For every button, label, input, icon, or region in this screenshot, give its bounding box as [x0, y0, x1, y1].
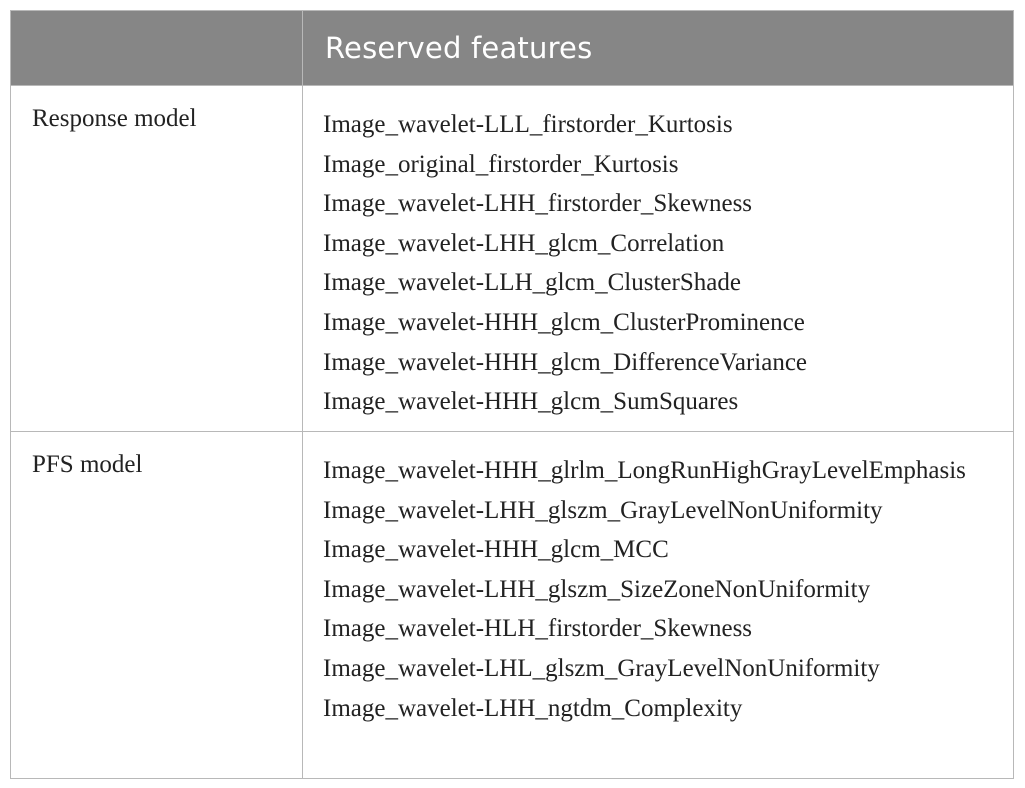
- feature-item: Image_wavelet-LHH_ngtdm_Complexity: [323, 694, 743, 722]
- feature-item: Image_wavelet-HHH_glcm_ClusterProminence: [323, 308, 805, 336]
- feature-item: Image_wavelet-LHH_glszm_SizeZoneNonUnifo…: [323, 575, 871, 603]
- feature-item: Image_wavelet-HHH_glcm_SumSquares: [323, 388, 739, 416]
- feature-item: Image_wavelet-LLL_firstorder_Kurtosis: [323, 111, 733, 138]
- feature-item: Image_wavelet-LLH_glcm_ClusterShade: [323, 269, 741, 297]
- header-cell-empty: [11, 11, 303, 85]
- feature-item: Image_wavelet-LHH_glszm_GrayLevelNonUnif…: [323, 496, 883, 524]
- feature-item: Image_wavelet-HHH_glcm_MCC: [323, 536, 669, 564]
- header-reserved-features: Reserved features: [325, 31, 593, 65]
- feature-item: Image_wavelet-LHH_firstorder_Skewness: [323, 190, 753, 218]
- features-table: Reserved features Response model Image_w…: [10, 10, 1014, 779]
- table-row: PFS model Image_wavelet-HHH_glrlm_LongRu…: [11, 432, 1013, 778]
- feature-item: Image_original_firstorder_Kurtosis: [323, 150, 679, 178]
- feature-item: Image_wavelet-HLH_firstorder_Skewness: [323, 615, 753, 643]
- feature-list-response: Image_wavelet-LLL_firstorder_Kurtosis Im…: [303, 86, 1013, 431]
- row-label-pfs-model: PFS model: [11, 432, 303, 778]
- feature-item: Image_wavelet-LHL_glszm_GrayLevelNonUnif…: [323, 654, 880, 682]
- feature-item: Image_wavelet-HHH_glrlm_LongRunHighGrayL…: [323, 457, 966, 484]
- table-row: Response model Image_wavelet-LLL_firstor…: [11, 86, 1013, 432]
- feature-item: Image_wavelet-LHH_glcm_Correlation: [323, 229, 725, 257]
- feature-list-pfs: Image_wavelet-HHH_glrlm_LongRunHighGrayL…: [303, 432, 1013, 778]
- table-header-row: Reserved features: [11, 11, 1013, 86]
- row-label-response-model: Response model: [11, 86, 303, 431]
- feature-item: Image_wavelet-HHH_glcm_DifferenceVarianc…: [323, 348, 808, 376]
